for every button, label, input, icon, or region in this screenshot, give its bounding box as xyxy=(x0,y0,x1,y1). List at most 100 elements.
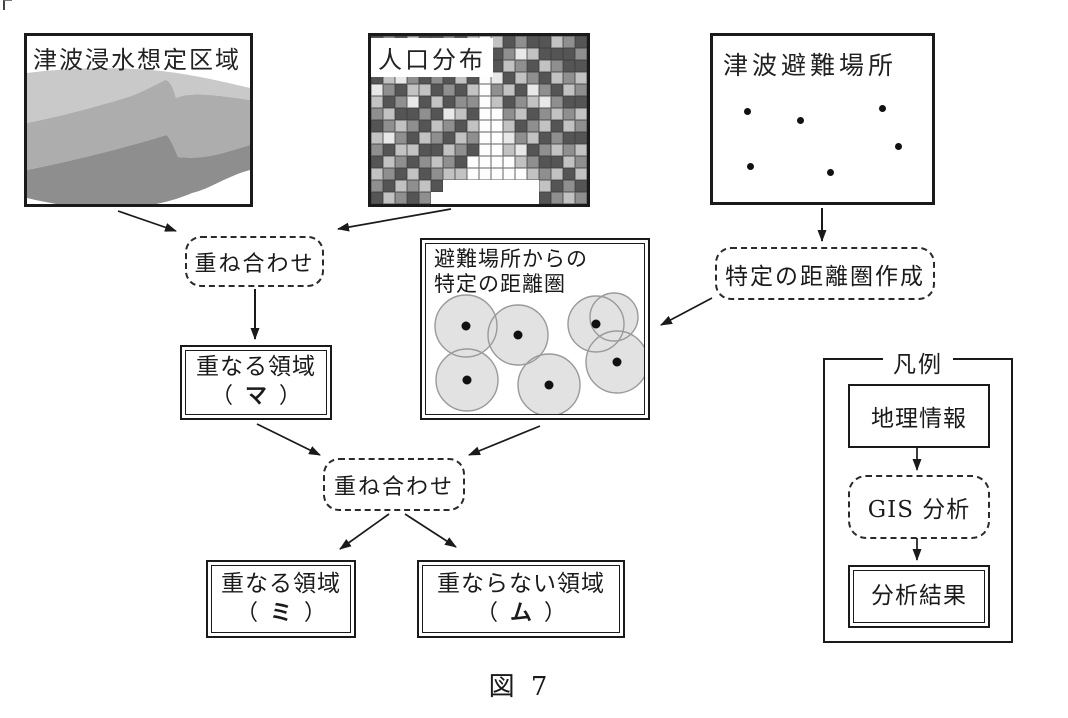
population-cell xyxy=(455,96,467,108)
distance-circle xyxy=(589,292,639,342)
population-cell xyxy=(431,168,443,180)
population-cell xyxy=(371,144,383,156)
population-cell xyxy=(503,72,515,84)
population-cell xyxy=(419,144,431,156)
population-cell xyxy=(575,108,587,120)
population-cell xyxy=(479,96,491,108)
population-cell xyxy=(491,132,503,144)
population-cell xyxy=(407,96,419,108)
arrow-population-to-overlay1 xyxy=(337,208,452,232)
legend-geo-info-box: 地理情報 xyxy=(848,384,990,448)
population-cell xyxy=(503,156,515,168)
distance-circle xyxy=(567,295,625,353)
population-cell xyxy=(407,84,419,96)
overlap-area-ma-choice: （マ） xyxy=(210,384,302,410)
population-cell xyxy=(563,144,575,156)
population-cell xyxy=(575,96,587,108)
population-cell xyxy=(503,132,515,144)
overlap-area-mi-box: 重なる領域 （ミ） xyxy=(206,560,356,638)
population-cell xyxy=(467,120,479,132)
population-cell xyxy=(431,132,443,144)
population-cell xyxy=(539,108,551,120)
population-cell xyxy=(431,144,443,156)
distance-circle xyxy=(612,357,622,367)
population-cell xyxy=(455,168,467,180)
population-cell xyxy=(575,132,587,144)
population-cell xyxy=(539,156,551,168)
overlap-area-ma-title: 重なる領域 xyxy=(196,354,316,381)
population-cell xyxy=(551,192,563,204)
population-cell xyxy=(527,48,539,60)
population-cell xyxy=(563,96,575,108)
population-cell xyxy=(467,180,479,192)
population-cell xyxy=(443,120,455,132)
population-cell xyxy=(371,192,383,204)
population-cell xyxy=(575,192,587,204)
distance-circles-graphic xyxy=(434,292,644,414)
population-cell xyxy=(563,120,575,132)
evacuation-site-dot xyxy=(746,162,754,170)
population-cell xyxy=(575,60,587,72)
population-cell xyxy=(539,144,551,156)
nonoverlap-area-mu-title: 重ならない領域 xyxy=(437,570,605,597)
evacuation-site-dot xyxy=(894,142,902,150)
evacuation-map-title: 津波避難場所 xyxy=(723,51,898,80)
population-cell xyxy=(575,144,587,156)
population-cell xyxy=(551,48,563,60)
population-cell xyxy=(443,156,455,168)
population-cell xyxy=(539,132,551,144)
arrow-overlay2-to-mi xyxy=(339,513,390,550)
population-cell xyxy=(563,192,575,204)
population-cell xyxy=(551,180,563,192)
population-cell xyxy=(551,132,563,144)
population-cell xyxy=(407,192,419,204)
create-distance-zone-node: 特定の距離圏作成 xyxy=(715,247,935,300)
population-cell xyxy=(503,192,515,204)
distance-circle xyxy=(513,330,523,340)
population-cell xyxy=(563,168,575,180)
population-distribution-map: 人口分布 xyxy=(368,33,590,207)
population-cell xyxy=(371,96,383,108)
population-cell xyxy=(515,36,527,48)
population-cell xyxy=(539,180,551,192)
population-cell xyxy=(407,108,419,120)
population-cell xyxy=(419,132,431,144)
arrow-ma-to-overlay2 xyxy=(256,423,321,456)
population-cell xyxy=(431,84,443,96)
distance-circle xyxy=(462,375,472,385)
population-cell xyxy=(407,144,419,156)
population-cell xyxy=(503,120,515,132)
population-cell xyxy=(455,84,467,96)
distance-circle xyxy=(544,380,554,390)
population-cell xyxy=(563,132,575,144)
distance-circle xyxy=(461,321,471,331)
overlay-node-1-label: 重ね合わせ xyxy=(194,251,315,277)
population-cell xyxy=(539,120,551,132)
legend-title: 凡例 xyxy=(883,345,953,379)
population-cell xyxy=(383,96,395,108)
population-cell xyxy=(491,180,503,192)
population-cell xyxy=(515,96,527,108)
population-cell xyxy=(503,180,515,192)
population-cell xyxy=(395,168,407,180)
population-cell xyxy=(551,96,563,108)
population-cell xyxy=(371,120,383,132)
population-cell xyxy=(371,180,383,192)
population-cell xyxy=(491,108,503,120)
population-cell xyxy=(491,84,503,96)
population-cell xyxy=(455,192,467,204)
population-cell xyxy=(455,156,467,168)
population-cell xyxy=(503,48,515,60)
population-cell xyxy=(455,180,467,192)
population-cell xyxy=(551,120,563,132)
population-cell xyxy=(539,84,551,96)
population-cell xyxy=(551,72,563,84)
evacuation-site-dot xyxy=(743,107,751,115)
population-cell xyxy=(431,156,443,168)
population-cell xyxy=(515,60,527,72)
population-cell xyxy=(455,144,467,156)
tsunami-inundation-map: 津波浸水想定区域 xyxy=(24,33,253,207)
population-cell xyxy=(491,48,503,60)
population-cell xyxy=(527,144,539,156)
